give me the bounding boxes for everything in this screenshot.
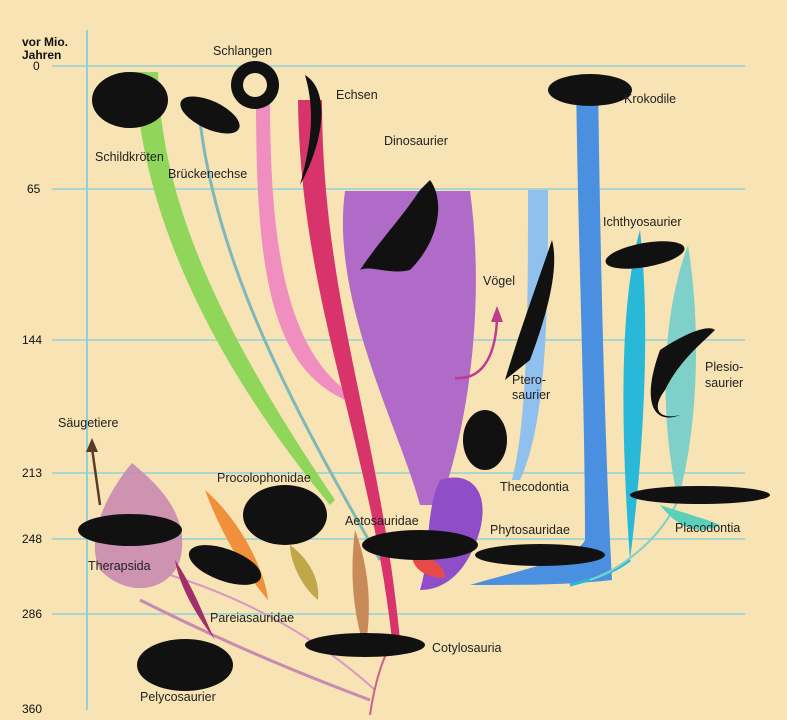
turtle-silhouette-icon [92,72,168,128]
cotylosaur-silhouette-icon [305,633,425,657]
branch-ichthyosaurier [623,230,645,560]
label-ptero-1: Ptero- [512,373,546,387]
tick-286: 286 [22,607,42,621]
label-voegel: Vögel [483,274,515,288]
label-pelycosaurier: Pelycosaurier [140,690,216,704]
arrow-head-voegel [491,306,503,322]
tick-360: 360 [22,702,42,716]
label-saeugetiere: Säugetiere [58,416,119,430]
arrow-saeugetiere [92,448,100,505]
tick-0: 0 [33,59,40,73]
label-cotylosauria: Cotylosauria [432,641,502,655]
procolophonid-silhouette-icon [243,485,327,545]
crocodile-silhouette-icon [548,74,632,106]
pelycosaur-silhouette-icon [137,639,233,691]
ichthyosaur-silhouette-icon [604,236,687,274]
tick-248: 248 [22,532,42,546]
axis-title-line1: vor Mio. [22,35,68,49]
snake-coil-gap [243,73,267,97]
axis-title-line2: Jahren [22,48,61,62]
label-plesio-2: saurier [705,376,743,390]
label-ichthyosaurier: Ichthyosaurier [603,215,682,229]
label-procolophonidae: Procolophonidae [217,471,311,485]
label-ptero-2: saurier [512,388,550,402]
thecodont-silhouette-icon [463,410,507,470]
label-pareiasauridae: Pareiasauridae [210,611,294,625]
label-krokodile: Krokodile [624,92,676,106]
aetosaur-silhouette-icon [362,530,478,560]
therapsid-silhouette-icon [78,514,182,546]
label-therapsida: Therapsida [88,559,151,573]
label-brueckenechse: Brückenechse [168,167,247,181]
phytosaur-silhouette-icon [475,544,605,566]
label-schildkroeten: Schildkröten [95,150,164,164]
label-echsen: Echsen [336,88,378,102]
placodont-silhouette-icon [630,486,770,504]
label-plesio-1: Plesio- [705,360,743,374]
tick-144: 144 [22,333,42,347]
label-phytosauridae: Phytosauridae [490,523,570,537]
label-schlangen: Schlangen [213,44,272,58]
tick-213: 213 [22,466,42,480]
tick-65: 65 [27,182,41,196]
label-placodontia: Placodontia [675,521,740,535]
branch-early-1 [290,545,318,600]
label-thecodontia: Thecodontia [500,480,569,494]
label-dinosaurier: Dinosaurier [384,134,448,148]
label-aetosauridae: Aetosauridae [345,514,419,528]
